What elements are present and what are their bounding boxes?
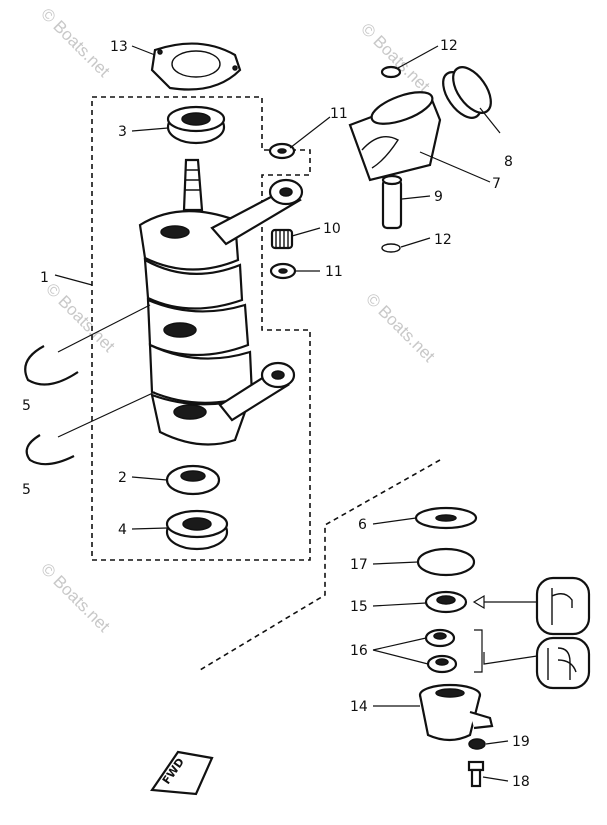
- seal-housing-part-14: [418, 683, 494, 742]
- piston-part-7: [348, 91, 442, 182]
- label-part-5-lower: 5: [22, 482, 31, 498]
- label-part-10: 10: [323, 221, 341, 237]
- seal-upper-part-16: [424, 628, 456, 648]
- watermark-top-left: © Boats.net: [37, 4, 114, 81]
- label-part-7: 7: [492, 176, 501, 192]
- label-part-6: 6: [358, 517, 367, 533]
- leader-lines: [54, 45, 509, 782]
- piston-pin-part-9: [381, 174, 403, 230]
- thrust-washer-part-6: [414, 506, 478, 530]
- label-part-14: 14: [350, 699, 368, 715]
- label-part-9: 9: [434, 189, 443, 205]
- label-part-11-upper: 11: [330, 106, 348, 122]
- label-part-12-upper: 12: [440, 38, 458, 54]
- label-part-1: 1: [40, 270, 49, 286]
- piston-rings-part-8: [442, 66, 492, 119]
- o-ring-part-17: [416, 547, 476, 577]
- label-part-4: 4: [118, 522, 127, 538]
- snap-ring-upper-part-5: [24, 345, 79, 386]
- label-part-8: 8: [504, 154, 513, 170]
- label-part-2: 2: [118, 470, 127, 486]
- seal-detail-callout-lower: [483, 636, 591, 690]
- label-part-17: 17: [350, 557, 368, 573]
- needle-bearing-part-10: [270, 228, 294, 250]
- label-part-16: 16: [350, 643, 368, 659]
- clip-lower-part-12: [381, 243, 401, 253]
- snap-ring-lower-part-5: [25, 434, 75, 466]
- gear-part-2: [165, 464, 221, 496]
- watermark-bottom-left: © Boats.net: [37, 559, 114, 636]
- label-part-13: 13: [110, 39, 128, 55]
- label-part-12-lower: 12: [434, 232, 452, 248]
- gasket-plate-part-13: [150, 42, 242, 91]
- crankshaft-assembly-boundary: [91, 96, 311, 561]
- part-labels: 13 3 11 12 8 7 9 10 11 12 1 5 5 2 4 6 17…: [22, 38, 530, 790]
- lower-unit-boundary: [199, 459, 441, 671]
- washer-upper-part-11: [268, 142, 296, 160]
- oil-seal-part-15: [424, 590, 468, 614]
- label-part-5-upper: 5: [22, 398, 31, 414]
- label-part-18: 18: [512, 774, 530, 790]
- label-part-11-lower: 11: [325, 264, 343, 280]
- label-part-3: 3: [118, 124, 127, 140]
- watermark-mid-right: © Boats.net: [362, 289, 439, 366]
- upper-connecting-rod: [210, 178, 304, 246]
- label-part-15: 15: [350, 599, 368, 615]
- part-16-bracket: [474, 629, 483, 673]
- bottom-bearing-part-4: [165, 509, 229, 551]
- clip-upper-part-12: [380, 65, 402, 79]
- watermark-top-right: © Boats.net: [357, 19, 434, 96]
- label-part-19: 19: [512, 734, 530, 750]
- seal-detail-callout-upper: [472, 576, 591, 636]
- watermark-mid-left: © Boats.net: [42, 279, 119, 356]
- lower-connecting-rod: [218, 361, 296, 422]
- washer-part-19: [468, 738, 486, 750]
- fwd-direction-marker: FWD: [150, 750, 214, 796]
- top-bearing-part-3: [166, 105, 226, 145]
- seal-lower-part-16: [426, 654, 458, 674]
- washer-lower-part-11: [269, 262, 297, 280]
- bolt-part-18: [467, 760, 485, 788]
